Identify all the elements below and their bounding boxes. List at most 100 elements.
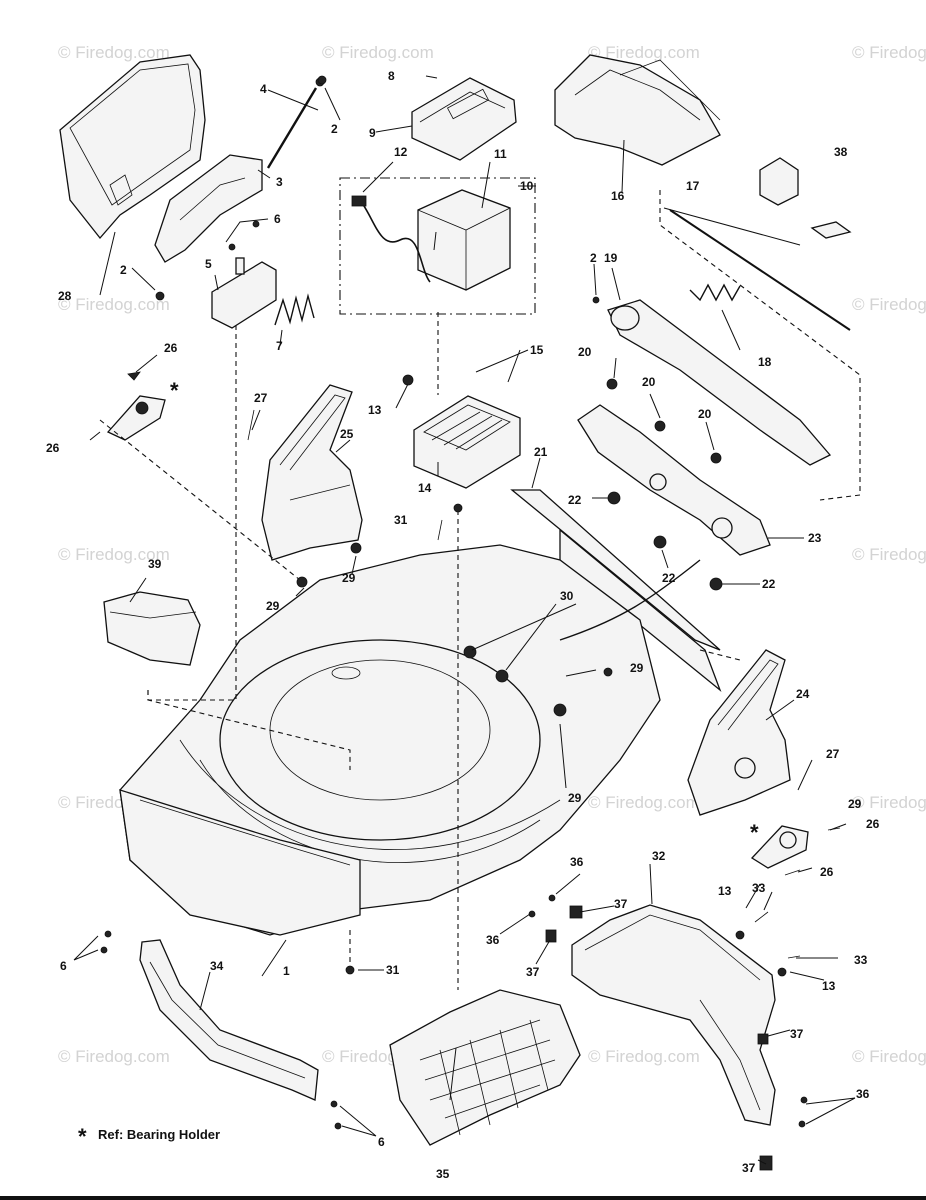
part-7-spring [274,293,315,326]
part-39-shield [103,591,201,666]
callout-19: 19 [604,251,618,265]
callout-23: 23 [808,531,822,545]
callout-13: 13 [822,979,836,993]
callout-29: 29 [266,599,280,613]
callout-8: 8 [388,69,395,83]
callout-32: 32 [652,849,666,863]
callout-18: 18 [758,355,772,369]
footnote-text: Ref: Bearing Holder [98,1127,220,1142]
callout-14: 14 [418,481,432,495]
callout-33: 33 [854,953,868,967]
callout-15: 15 [530,343,544,357]
callout-3: 3 [276,175,283,189]
callout-36: 36 [570,855,584,869]
callout-29: 29 [848,797,862,811]
callout-12: 12 [394,145,408,159]
callout-29: 29 [568,791,582,805]
part-16-handle [554,54,721,166]
part-35-grille [389,989,581,1146]
part-25-height-adjuster [261,384,363,561]
callout-29: 29 [342,571,356,585]
part-21-flap [510,489,722,693]
callout-4: 4 [260,82,267,96]
bottom-rule [0,1196,926,1200]
callout-6: 6 [60,959,67,973]
callout-20: 20 [642,375,656,389]
part-1-deck [119,544,661,936]
bearing-holder-star: * [750,820,759,845]
callout-37: 37 [742,1161,756,1175]
hardware-parts [100,75,841,1171]
callout-21: 21 [534,445,548,459]
callout-31: 31 [394,513,408,527]
part-4-rod [266,77,325,169]
callout-37: 37 [790,1027,804,1041]
watermark-text: © Firedog.com [852,295,926,314]
callout-26: 26 [866,817,880,831]
callout-13: 13 [718,884,732,898]
callout-6: 6 [378,1135,385,1149]
watermark-text: © Firedog.com [852,43,926,62]
part-24-height-adjuster [687,649,791,816]
watermark-layer: © Firedog.com © Firedog.com © Firedog.co… [58,43,926,1066]
callout-25: 25 [340,427,354,441]
watermark-text: © Firedog.com [852,545,926,564]
part-17-rod [659,190,861,501]
bearing-holder-star: * [170,378,179,403]
watermark-text: © Firedog.com [58,43,170,62]
callout-38: 38 [834,145,848,159]
callout-22: 22 [568,493,582,507]
callout-7: 7 [276,339,283,353]
watermark-text: © Firedog.com [588,1047,700,1066]
callout-2: 2 [331,122,338,136]
callout-10: 10 [520,179,534,193]
callout-30: 30 [560,589,574,603]
callout-6: 6 [274,212,281,226]
callout-11: 11 [494,147,507,161]
part-23-lower-handle [577,404,771,556]
callout-26: 26 [164,341,178,355]
callout-34: 34 [210,959,224,973]
watermark-text: © Firedog.com [588,43,700,62]
assembly-lines [99,312,741,990]
part-10-battery-kit [339,177,536,315]
part-32-chute [571,904,776,1126]
callout-5: 5 [205,257,212,271]
bearing-holder-left [106,395,166,441]
part-9-cover [411,77,517,161]
callout-33: 33 [752,881,766,895]
part-38-key [759,157,852,239]
footnote-star: * [78,1124,87,1149]
callout-1: 1 [283,964,290,978]
part-5-bracket [211,257,277,329]
callout-29: 29 [630,661,644,675]
callout-26: 26 [46,441,60,455]
callout-9: 9 [369,126,376,140]
callout-13: 13 [368,403,382,417]
callout-37: 37 [614,897,628,911]
watermark-text: © Firedog.com [852,793,926,812]
callout-37: 37 [526,965,540,979]
callout-26: 26 [820,865,834,879]
watermark-text: © Firedog.com [322,43,434,62]
leader-lines [73,75,856,1165]
callout-2: 2 [120,263,127,277]
callout-20: 20 [578,345,592,359]
callout-36: 36 [486,933,500,947]
callout-22: 22 [762,577,776,591]
part-18-spring [689,283,741,302]
bearing-holder-right [750,825,809,869]
callout-20: 20 [698,407,712,421]
callout-17: 17 [686,179,700,193]
callout-39: 39 [148,557,162,571]
watermark-text: © Firedog.com [58,295,170,314]
callout-31: 31 [386,963,400,977]
watermark-text: © Firedog.com [852,1047,926,1066]
part-14-battery-tray [413,395,521,489]
callout-16: 16 [611,189,625,203]
part-28-rear-flap [59,54,206,240]
watermark-text: © Firedog.com [58,545,170,564]
part-3-bracket [154,154,263,263]
footnote: * Ref: Bearing Holder [78,1124,220,1149]
